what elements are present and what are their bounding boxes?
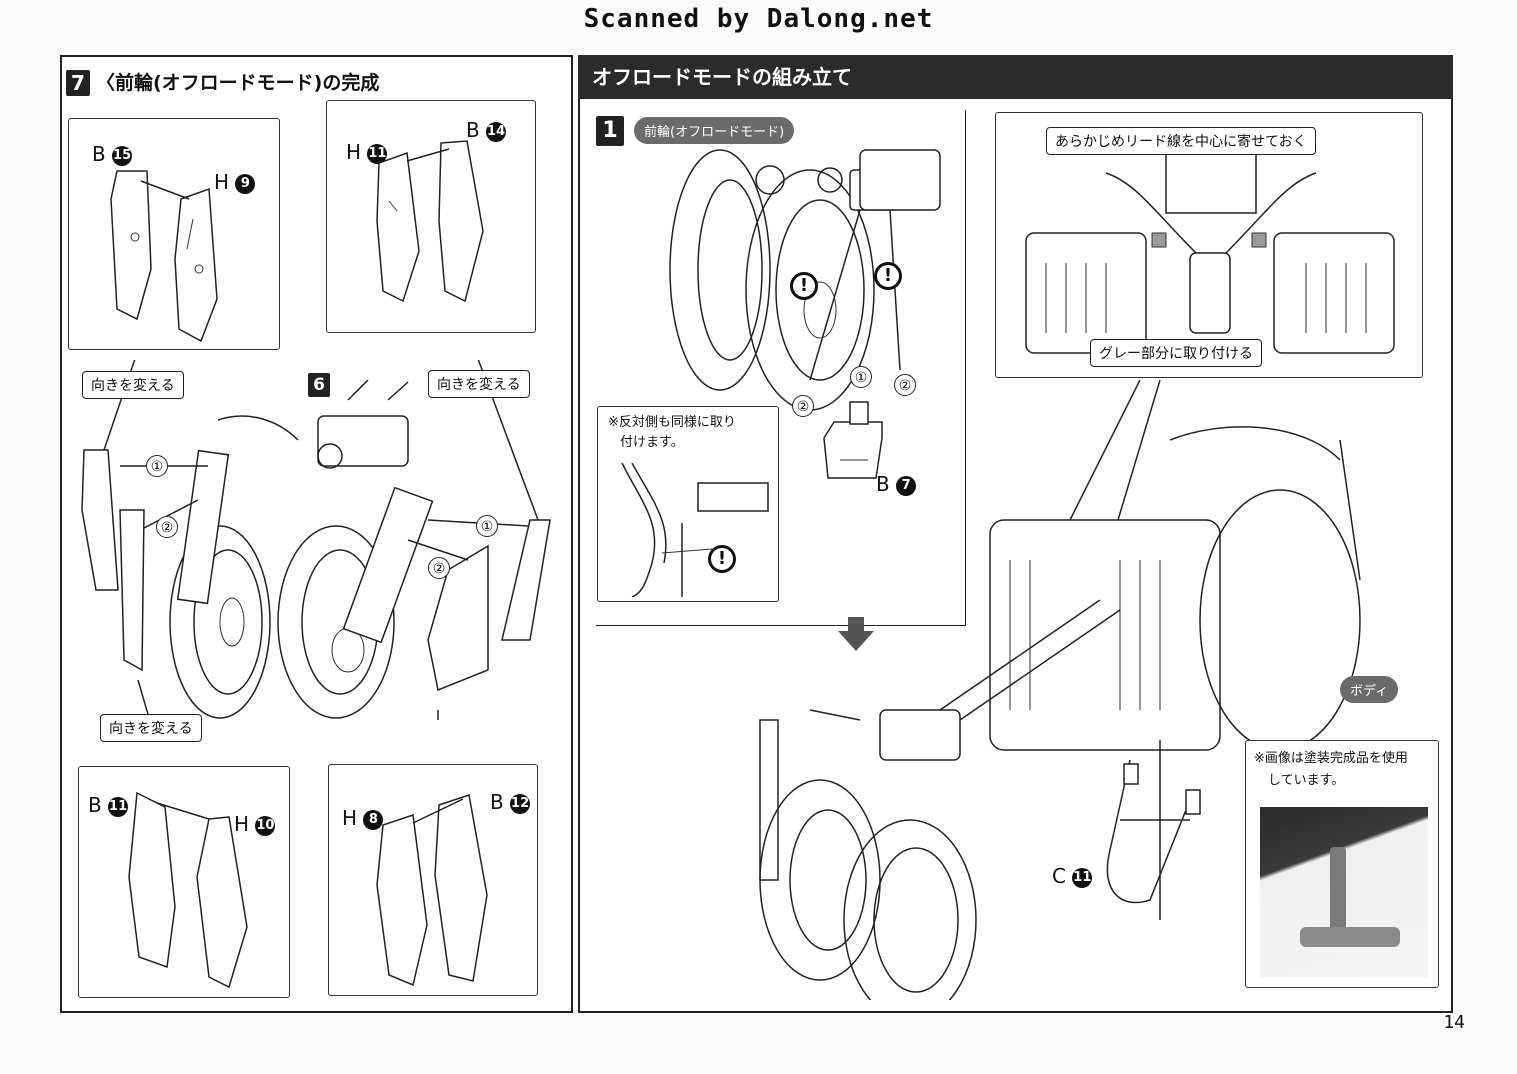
- photo-note-line-1: ※画像は塗装完成品を使用: [1254, 751, 1408, 766]
- callout-rotate-3: 向きを変える: [100, 714, 202, 742]
- parts-illustration: [376, 794, 488, 987]
- callout-gray-part: グレー部分に取り付ける: [1090, 339, 1262, 367]
- step1-divider: [596, 625, 966, 626]
- page-number: 14: [1443, 1012, 1465, 1033]
- parts-illustration: [110, 170, 218, 343]
- note-line-2: 付けます。: [620, 435, 684, 450]
- part-label-c11: C 11: [1052, 864, 1093, 888]
- painted-sample-photo: [1260, 807, 1428, 977]
- photo-note-line-2: しています。: [1268, 773, 1345, 788]
- body-pill: ボディ: [1340, 676, 1399, 703]
- order-mark: ②: [792, 395, 814, 417]
- down-arrow-icon: [838, 617, 874, 651]
- step1-divider-vertical: [965, 110, 966, 625]
- order-mark: ②: [894, 374, 916, 396]
- note-line-1: ※反対側も同様に取り: [608, 415, 736, 430]
- step-title: 〈前輪(オフロードモード)の完成: [96, 72, 380, 94]
- parts-box-h8-b12: [328, 764, 538, 996]
- step1-wheel-illustration: [669, 149, 941, 411]
- part-b7-illustration: [823, 401, 883, 479]
- order-mark: ②: [428, 557, 450, 579]
- part-label-b14: B 14: [466, 118, 507, 142]
- part-label-h9: H 9: [214, 170, 256, 194]
- step-number-badge: 1: [596, 116, 624, 146]
- order-mark: ②: [156, 516, 178, 538]
- detail-panel-lead-wires: あらかじめリード線を中心に寄せておく グレー部分に取り付ける: [995, 112, 1423, 378]
- section-header: オフロードモードの組み立て: [578, 55, 1453, 99]
- parts-box-h11-b14: [326, 100, 536, 333]
- watermark-text: Scanned by Dalong.net: [583, 4, 934, 34]
- order-mark: ①: [476, 515, 498, 537]
- part-label-b7: B 7: [876, 472, 917, 496]
- part-label-h10: H 10: [234, 812, 276, 836]
- note-detail-illustration: [621, 463, 769, 597]
- body-assembly-illustration: [759, 380, 1361, 1000]
- parts-box-b15-h9: [68, 118, 280, 350]
- callout-rotate-1: 向きを変える: [82, 371, 184, 399]
- step-number-badge: 7: [66, 70, 90, 96]
- photo-note-box: ※画像は塗装完成品を使用 しています。: [1245, 740, 1439, 988]
- part-label-b11: B 11: [88, 793, 129, 817]
- detail-illustration: [1025, 153, 1395, 354]
- note-box-opposite-side: ※反対側も同様に取り 付けます。 !: [597, 406, 779, 602]
- step-pill: 前輪(オフロードモード): [634, 117, 795, 144]
- warning-icon: !: [790, 272, 818, 300]
- step-ref-badge: 6: [308, 373, 330, 397]
- callout-lead-wires: あらかじめリード線を中心に寄せておく: [1046, 127, 1316, 155]
- parts-illustration: [128, 791, 248, 989]
- warning-icon: !: [874, 262, 902, 290]
- order-mark: ①: [146, 455, 168, 477]
- order-mark: ①: [850, 366, 872, 388]
- front-wheel-assembly-illustration: [81, 360, 551, 720]
- part-label-h11: H 11: [346, 140, 388, 164]
- part-label-b12: B 12: [490, 790, 531, 814]
- warning-icon: !: [708, 545, 736, 573]
- part-label-b15: B 15: [92, 142, 133, 166]
- part-label-h8: H 8: [342, 806, 384, 830]
- callout-rotate-2: 向きを変える: [428, 370, 530, 398]
- parts-illustration: [376, 140, 484, 303]
